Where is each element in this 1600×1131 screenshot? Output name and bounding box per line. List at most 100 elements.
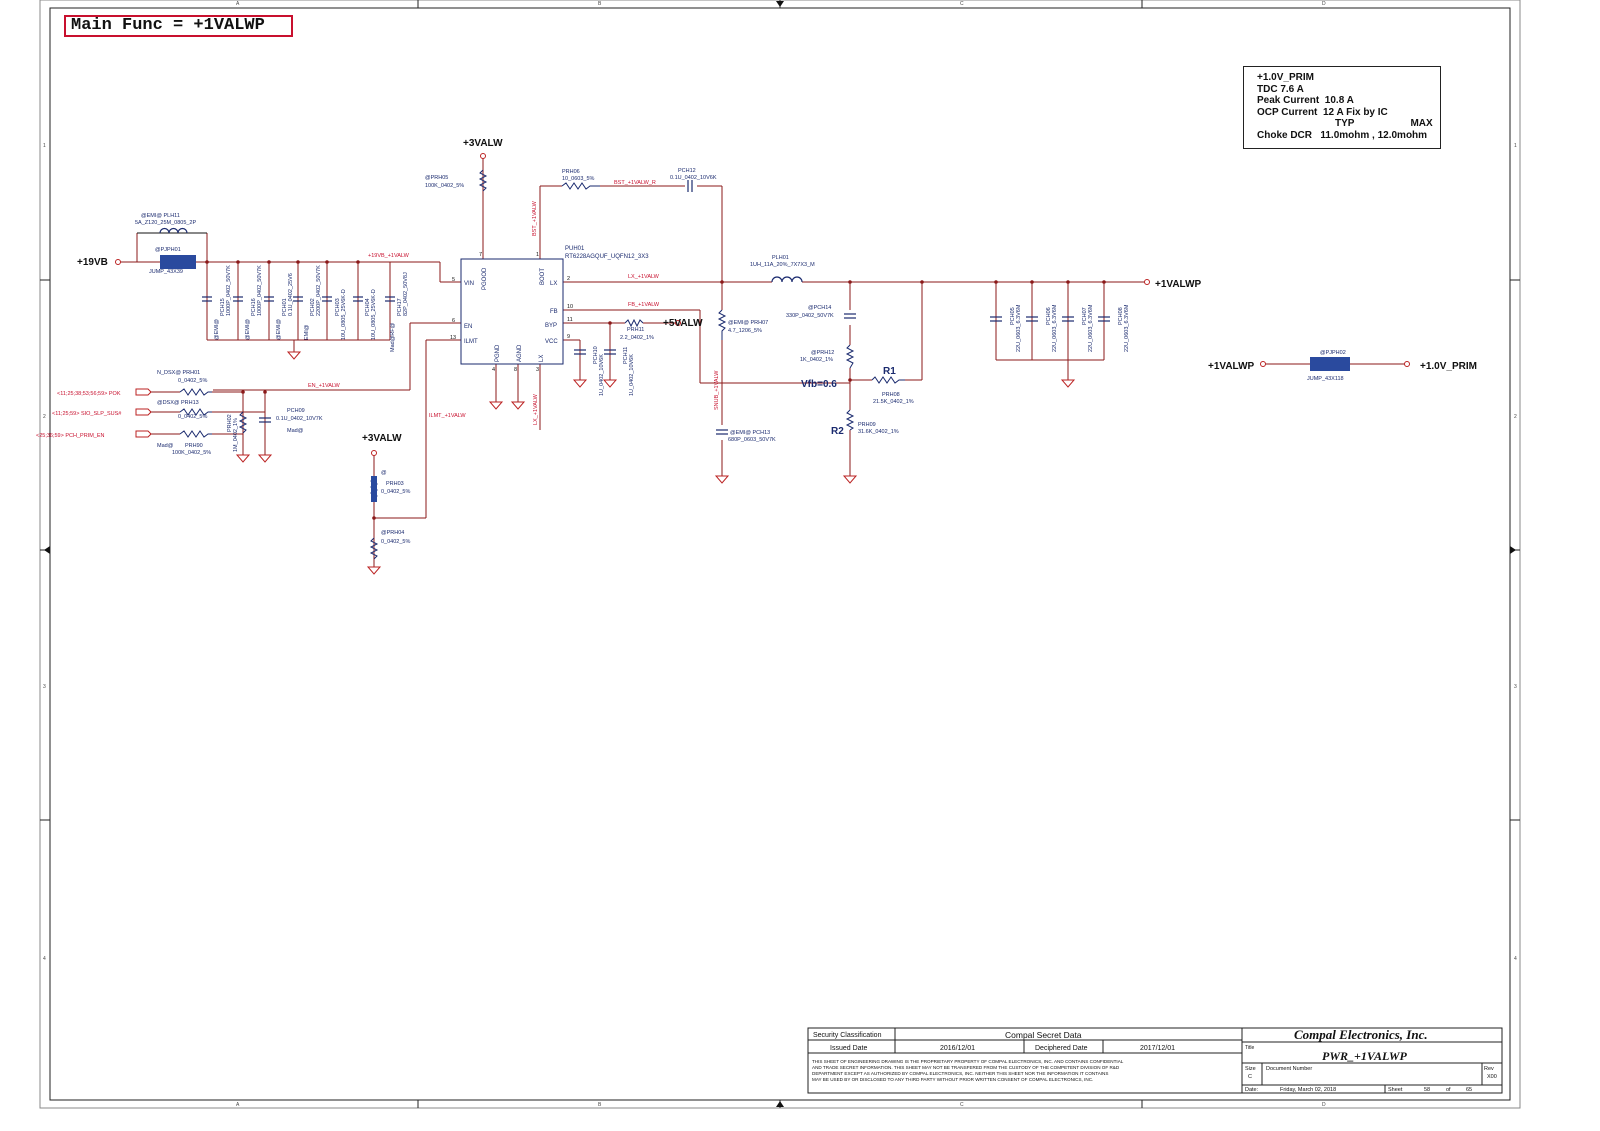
ic-pinnum-agnd: 8 (514, 367, 517, 373)
prh02-ref: PRH02 (227, 414, 233, 432)
ic-pin-en: EN (464, 324, 472, 330)
prh07-value: 4.7_1206_5% (728, 328, 762, 334)
prh11-ref: PRH11 (627, 327, 644, 333)
pch10-ref: PCH10 (593, 346, 599, 364)
tb-notice-line-2: AND TRADE SECRET INFORMATION. THIS SHEET… (812, 1065, 1120, 1070)
resistor-prh02 (238, 411, 248, 434)
tb-security-label: Security Classification (813, 1032, 882, 1039)
tb-issued-value: 2016/12/01 (940, 1045, 975, 1052)
ic-pin-agnd: AGND (517, 344, 523, 362)
annotation-r2: R2 (831, 426, 844, 437)
col-marker-d-bottom: D (1322, 1102, 1326, 1108)
rail-label-19vb: +19VB (77, 257, 108, 268)
junction-dots (205, 260, 1106, 520)
ic-pinnum-vcc: 9 (567, 334, 570, 340)
row-marker-2-right: 2 (1514, 414, 1517, 420)
input-label-pok: <11;25;38;53;56;59> POK (57, 391, 121, 397)
pch17-ref: PCH17 (397, 298, 403, 316)
net-label-vin: +19VB_+1VALW (368, 253, 410, 259)
tb-rev-label: Rev (1484, 1066, 1494, 1072)
col-marker-b-bottom: B (598, 1102, 602, 1108)
pch03-value: 10U_0805_25V6K-D (341, 289, 347, 340)
ic-pin-boot: BOOT (540, 268, 546, 285)
pch05-ref: PCH05 (1010, 307, 1016, 325)
inductor-plh11 (159, 227, 188, 234)
resistor-prh01 (179, 388, 212, 396)
ic-pinnum-lx: 2 (567, 276, 570, 282)
ground-icon (842, 475, 858, 484)
prh01-value: 0_0402_5% (178, 378, 207, 384)
pjph02-tag: @PJPH02 (1320, 350, 1346, 356)
pch17-tag: Mad@RF@ (390, 322, 396, 352)
net-label-ilmt: ILMT_+1VALW (429, 413, 466, 419)
plh01-value: 1UH_11A_20%_7X7X3_M (750, 262, 815, 268)
prh07-tag: @EMI@ PRH07 (728, 320, 768, 326)
cap-pch07 (1062, 316, 1074, 322)
net-label-bst-r: BST_+1VALW_R (614, 180, 656, 186)
pch09-value: 0.1U_0402_10V7K (276, 416, 323, 422)
tb-notice-line-1: THIS SHEET OF ENGINEERING DRAWING IS THE… (812, 1059, 1124, 1064)
tb-docnum-label: Document Number (1266, 1066, 1312, 1072)
tb-size-label: Size (1245, 1066, 1256, 1072)
pch16-tag: @EMI@ (245, 319, 251, 340)
cap-pch10 (574, 349, 586, 355)
ground-icon (714, 475, 730, 484)
tb-sheet-value: 58 (1424, 1087, 1430, 1093)
pch06-ref: PCH06 (1046, 307, 1052, 325)
annotation-r1: R1 (883, 366, 896, 377)
tb-title-label: Title (1245, 1045, 1254, 1051)
tb-deciphered-label: Deciphered Date (1035, 1045, 1088, 1052)
inductor-plh01 (771, 276, 803, 283)
tb-date-label: Date: (1245, 1087, 1259, 1093)
tb-of-value: 65 (1466, 1087, 1472, 1093)
resistor-prh08 (871, 376, 905, 384)
rail-label-3valw-top: +3VALW (463, 138, 503, 149)
net-label-en: EN_+1VALW (308, 383, 341, 389)
ic-pin-lx-bottom: LX (539, 355, 545, 362)
ic-pinnum-ilmt: 13 (450, 335, 456, 341)
ground-icon (510, 401, 526, 410)
resistor-prh07 (717, 309, 727, 340)
prh12-tag: @PRH12 (811, 350, 834, 356)
resistor-prh90 (179, 430, 212, 438)
title-block (807, 1027, 1503, 1094)
prh08-ref: PRH08 (882, 392, 900, 398)
pch01-ref: PCH01 (282, 298, 288, 316)
ic-ref: PUH01 (565, 246, 585, 252)
prh09-value: 31.6K_0402_1% (858, 429, 899, 435)
spec-line-peak: Peak Current 10.8 A (1257, 95, 1354, 106)
row-marker-3-right: 3 (1514, 684, 1517, 690)
spec-line-rail: +1.0V_PRIM (1257, 72, 1314, 83)
rail-terminal-1v-prim (1404, 361, 1410, 367)
pch02-tag: EMI@ (304, 324, 310, 340)
rail-terminals (115, 153, 1410, 456)
pch09-ref: PCH09 (287, 408, 305, 414)
spec-typmax: TYP MAX (1257, 118, 1440, 130)
col-marker-c-top: C (960, 1, 964, 7)
ground-icon (488, 401, 504, 410)
cap-pch14 (844, 313, 856, 319)
col-marker-c-bottom: C (960, 1102, 964, 1108)
pch13-tag: @EMI@ PCH13 (730, 430, 770, 436)
rail-label-1valwp: +1VALWP (1155, 279, 1202, 290)
tb-company: Compal Electronics, Inc. (1294, 1027, 1428, 1042)
ic-pinnum-pgood: 7 (479, 252, 482, 258)
row-marker-4-right: 4 (1514, 956, 1517, 962)
net-label-lx-b: LX_+1VALW (533, 393, 539, 425)
input-connectors (135, 388, 152, 438)
tb-security-value: Compal Secret Data (1005, 1030, 1082, 1040)
ground-icon (257, 454, 273, 463)
pjph01-tag: @PJPH01 (155, 247, 181, 253)
resistor-prh12 (845, 344, 855, 369)
pch08-value: 22U_0603_6.3V6M (1124, 304, 1130, 352)
ground-icon (572, 379, 588, 388)
ic-pinnum-fb: 10 (567, 304, 573, 310)
prh08-value: 21.5K_0402_1% (873, 399, 914, 405)
spec-max-label: MAX (1410, 118, 1433, 129)
row-marker-4-left: 4 (43, 956, 46, 962)
row-marker-2-left: 2 (43, 414, 46, 420)
pch08-ref: PCH08 (1118, 307, 1124, 325)
net-label-fb: FB_+1VALW (628, 302, 660, 308)
spec-typ-label: TYP (1335, 118, 1355, 129)
pch16-value: 1000P_0402_50V7K (257, 265, 263, 316)
